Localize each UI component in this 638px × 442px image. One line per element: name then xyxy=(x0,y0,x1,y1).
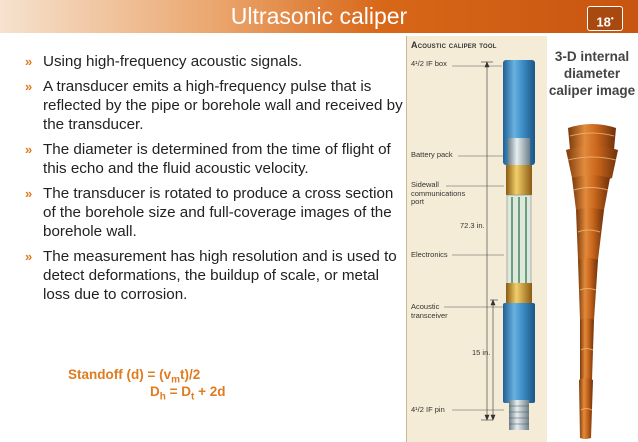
diameter-formula: Dh = Dt + 2d xyxy=(150,384,226,403)
label-bottom-pin: 4¹/2 IF pin xyxy=(411,405,445,414)
bullet-item: » The diameter is determined from the tim… xyxy=(25,140,404,178)
label-battery-pack: Battery pack xyxy=(411,150,453,159)
bullet-item: » The measurement has high resolution and… xyxy=(25,247,404,304)
page-number: 18 xyxy=(596,14,611,30)
bullet-item: » A transducer emits a high-frequency pul… xyxy=(25,77,404,134)
standoff-formula: Standoff (d) = (vmt)/2 xyxy=(68,367,201,386)
page-number-badge: 18• xyxy=(587,6,623,31)
label-top-box: 4¹/2 IF box xyxy=(411,59,447,68)
bullet-list: »Using high-frequency acoustic signals. … xyxy=(25,52,404,310)
bullet-marker-icon: » xyxy=(25,186,33,201)
bullet-text: The diameter is determined from the time… xyxy=(43,141,391,177)
bullet-text: A transducer emits a high-frequency puls… xyxy=(43,78,403,133)
title-bar xyxy=(0,0,638,33)
label-acoustic-transceiver: Acoustic transceiver xyxy=(411,302,448,320)
bullet-text: Using high-frequency acoustic signals. xyxy=(43,53,303,70)
bullet-marker-icon: » xyxy=(25,142,33,157)
bullet-text: The measurement has high resolution and … xyxy=(43,248,397,303)
caliper-image-caption: 3-D internal diameter caliper image xyxy=(548,49,636,98)
bullet-marker-icon: » xyxy=(25,54,33,69)
bullet-item: » Using high-frequency acoustic signals. xyxy=(25,52,404,71)
label-total-length: 72.3 in. xyxy=(460,221,485,230)
label-sidewall-port: Sidewall communications port xyxy=(411,180,466,206)
caliper-3d-image xyxy=(566,124,618,439)
bullet-text: The transducer is rotated to produce a c… xyxy=(43,185,394,240)
tool-diagram-title: Acoustic caliper tool xyxy=(411,40,497,50)
label-bottom-length: 15 in. xyxy=(472,348,491,357)
bullet-marker-icon: » xyxy=(25,79,33,94)
bullet-marker-icon: » xyxy=(25,249,33,264)
slide-title: Ultrasonic caliper xyxy=(230,3,408,29)
label-electronics: Electronics xyxy=(411,250,448,259)
bullet-item: » The transducer is rotated to produce a… xyxy=(25,184,404,241)
